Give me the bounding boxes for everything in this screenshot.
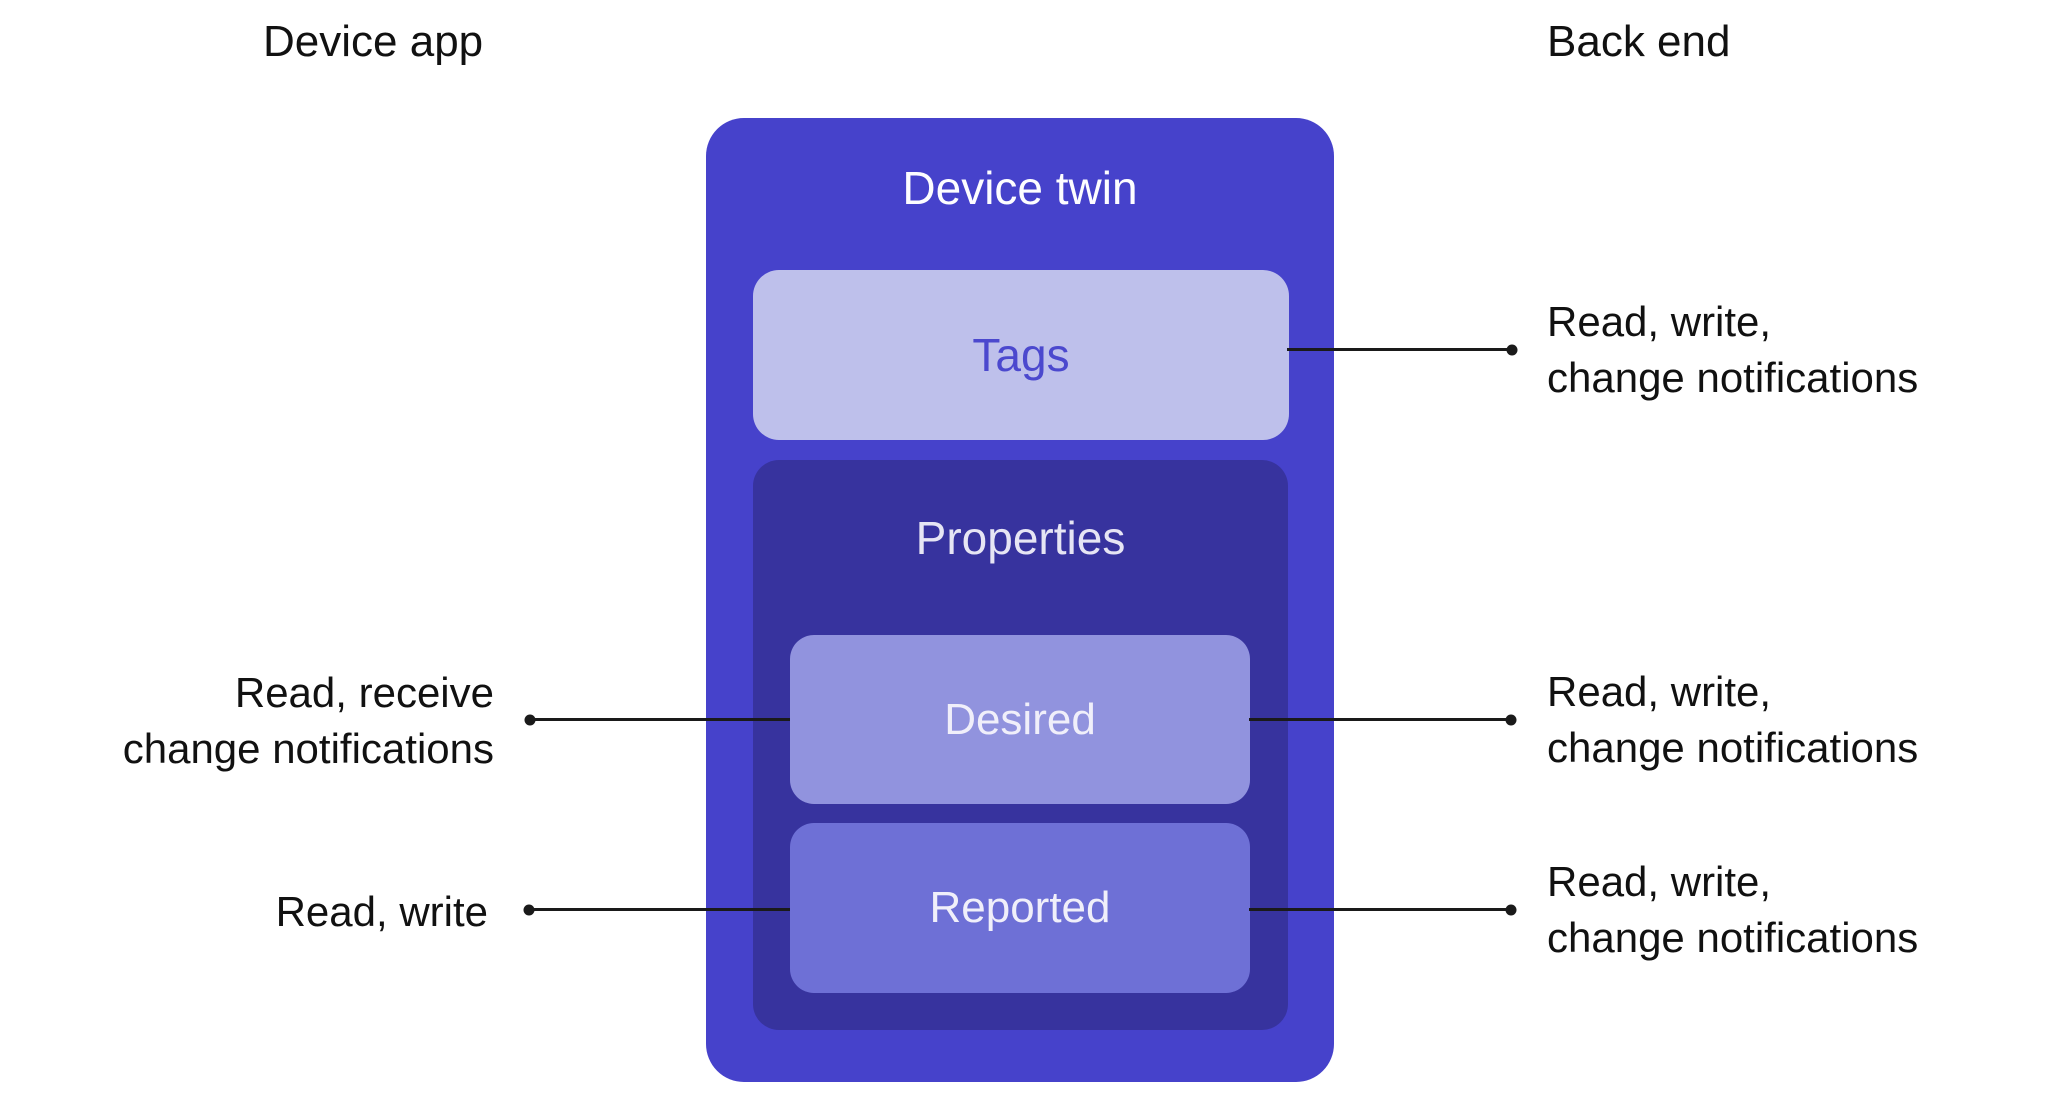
reported-backend-annotation: Read, write, change notifications [1547, 854, 1918, 966]
connector-dot [1505, 714, 1517, 725]
reported-deviceapp-annotation: Read, write [276, 884, 488, 940]
desired-deviceapp-annotation: Read, receive change notifications [123, 665, 494, 777]
properties-title: Properties [915, 512, 1126, 564]
device-app-header: Device app [263, 17, 484, 66]
connector-reported-to-backend [1249, 904, 1517, 915]
tags-box: Tags [753, 270, 1289, 440]
back-end-header: Back end [1547, 17, 1731, 66]
device-twin-title: Device twin [902, 162, 1138, 214]
connector-desired-to-backend [1249, 714, 1517, 725]
device-twin-box: Device twin Tags Properties Desired Repo… [706, 118, 1334, 1082]
desired-backend-annotation: Read, write, change notifications [1547, 664, 1918, 776]
annotation-line: change notifications [1547, 914, 1919, 961]
tags-label: Tags [972, 329, 1070, 381]
annotation-line: Read, write, [1547, 298, 1772, 345]
annotation-line: change notifications [1547, 724, 1919, 771]
annotation-line: change notifications [1547, 354, 1919, 401]
annotation-line: Read, write, [1547, 858, 1772, 905]
connector-tags-to-backend [1287, 344, 1518, 355]
annotation-line: Read, receive [234, 669, 494, 716]
annotation-line: Read, write [275, 888, 488, 935]
desired-label: Desired [944, 694, 1096, 744]
annotation-line: change notifications [122, 725, 494, 772]
connector-deviceapp-to-desired [524, 714, 790, 725]
reported-label: Reported [929, 883, 1111, 932]
connector-dot [523, 904, 535, 915]
connector-dot [1505, 904, 1517, 915]
reported-box: Reported [790, 823, 1250, 993]
annotation-line: Read, write, [1547, 668, 1772, 715]
properties-box: Properties Desired Reported [753, 460, 1288, 1030]
tags-backend-annotation: Read, write, change notifications [1547, 294, 1918, 406]
connector-dot [524, 714, 536, 725]
connector-dot [1506, 344, 1518, 355]
desired-box: Desired [790, 635, 1250, 804]
connector-deviceapp-to-reported [523, 904, 790, 915]
